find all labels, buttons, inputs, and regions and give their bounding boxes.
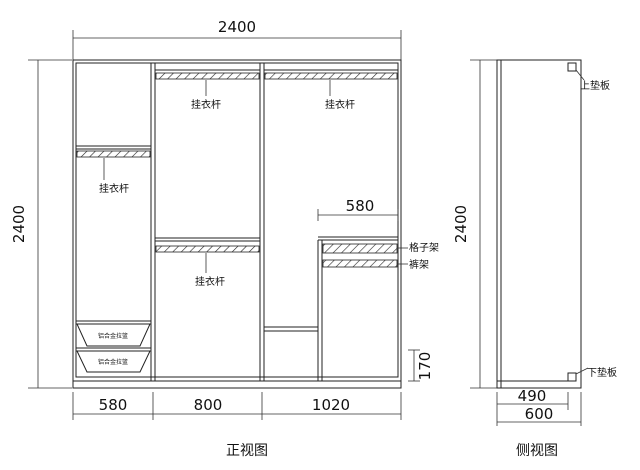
hanging-rod-label-middle-bottom: 挂衣杆 [195, 275, 225, 288]
top-pad-label: 上垫板 [580, 79, 610, 92]
front-view: 2400 2400 挂衣 [10, 18, 439, 459]
base-height-label: 170 [416, 352, 434, 381]
partitions [150, 63, 323, 381]
section-width-3: 1020 [312, 396, 350, 414]
inner-depth-label: 490 [518, 387, 547, 405]
hanging-rod-label-middle-top: 挂衣杆 [191, 98, 221, 111]
bottom-pad-label: 下垫板 [587, 366, 617, 379]
alloy-drawer-1: 铝合金拉篮 [76, 320, 151, 347]
middle-column: 挂衣杆 挂衣杆 [155, 69, 260, 288]
section-width-1: 580 [99, 396, 128, 414]
trouser-rack [322, 259, 398, 268]
hanging-rod-middle-top [155, 72, 260, 80]
overall-height-label: 2400 [10, 205, 28, 243]
bottom-dimensions: 580 800 1020 [72, 392, 402, 420]
depth-label: 600 [525, 405, 554, 423]
top-pad [567, 62, 577, 72]
overall-width-label: 2400 [218, 18, 256, 36]
shelf-width-dimension: 580 [317, 197, 399, 221]
side-view: 2400 上垫板 下垫板 490 600 侧视图 [452, 59, 617, 459]
alloy-drawer-2: 铝合金拉篮 [76, 347, 151, 373]
grid-shelf [322, 243, 398, 254]
side-height-label: 2400 [452, 205, 470, 243]
left-column: 挂衣杆 铝合金拉篮 铝合金拉篮 [76, 145, 151, 373]
bottom-pad [567, 372, 577, 382]
base-height-dimension: 170 [408, 349, 434, 382]
grid-shelf-label: 格子架 [409, 241, 439, 254]
side-depth-dimensions: 490 600 [496, 387, 582, 426]
shelf-width-label: 580 [346, 197, 375, 215]
hanging-rod-label-right-top: 挂衣杆 [325, 98, 355, 111]
hanging-rod-left [76, 150, 151, 158]
alloy-drawer-label-1: 铝合金拉篮 [98, 332, 128, 340]
left-dimension: 2400 [10, 59, 72, 389]
hanging-rod-middle-bottom [155, 245, 260, 253]
trouser-rack-label: 裤架 [409, 258, 429, 271]
hanging-rod-label-left: 挂衣杆 [99, 182, 129, 195]
side-height-dimension: 2400 [452, 59, 497, 389]
top-dimension: 2400 [72, 18, 402, 60]
side-view-title: 侧视图 [516, 443, 558, 459]
right-column: 挂衣杆 580 格子架 裤架 [264, 69, 439, 332]
section-width-2: 800 [194, 396, 223, 414]
front-view-title: 正视图 [226, 443, 268, 459]
hanging-rod-right-top [264, 72, 398, 80]
alloy-drawer-label-2: 铝合金拉篮 [98, 358, 128, 366]
side-body: 上垫板 下垫板 [496, 59, 617, 389]
